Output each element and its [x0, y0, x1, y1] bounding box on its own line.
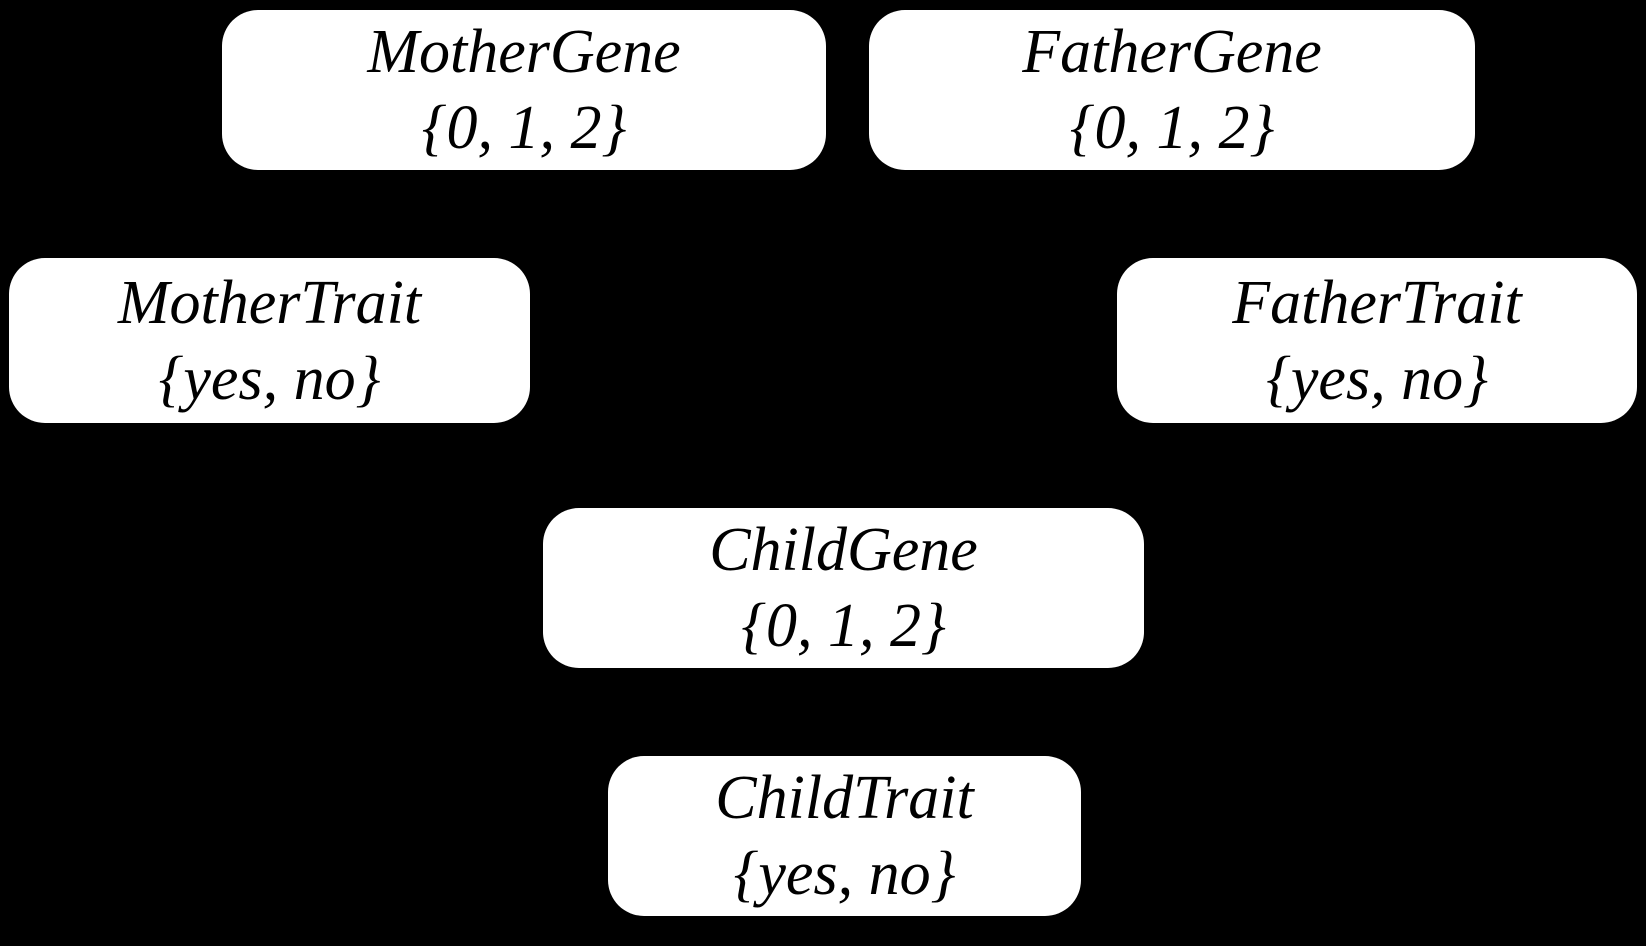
node-label: ChildTrait — [715, 764, 974, 832]
node-values: {yes, no} — [733, 840, 956, 908]
node-values: {yes, no} — [1266, 344, 1488, 413]
node-label: MotherTrait — [117, 268, 422, 337]
node-father-gene: FatherGene {0, 1, 2} — [869, 10, 1475, 170]
node-values: {0, 1, 2} — [1069, 94, 1275, 162]
node-child-gene: ChildGene {0, 1, 2} — [543, 508, 1144, 668]
node-father-trait: FatherTrait {yes, no} — [1117, 258, 1637, 423]
node-label: MotherGene — [367, 18, 681, 86]
node-values: {0, 1, 2} — [421, 94, 627, 162]
node-child-trait: ChildTrait {yes, no} — [608, 756, 1081, 916]
node-values: {0, 1, 2} — [741, 592, 946, 660]
node-label: ChildGene — [709, 516, 978, 584]
node-label: FatherTrait — [1232, 268, 1522, 337]
node-values: {yes, no} — [158, 344, 381, 413]
node-mother-gene: MotherGene {0, 1, 2} — [222, 10, 826, 170]
node-mother-trait: MotherTrait {yes, no} — [9, 258, 530, 423]
node-label: FatherGene — [1022, 18, 1322, 86]
